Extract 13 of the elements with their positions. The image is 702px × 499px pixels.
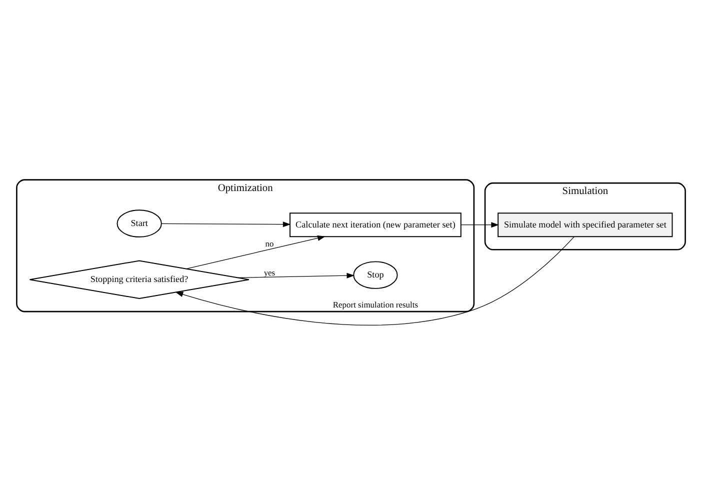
node-box: Simulate model with specified parameter set [498,212,673,237]
node-ellipse: Stop [353,260,398,288]
node-box: Calculate next iteration (new parameter set) [290,212,462,237]
edge-label: no [265,238,274,248]
arrow [161,221,291,227]
arrow [460,222,500,228]
arrow [238,272,355,278]
arrow [175,236,574,326]
node-ellipse: Start [116,209,162,237]
edge-label: Report simulation results [332,298,418,309]
arrow [186,234,326,269]
node-diamond: Stopping criteria satisfied? [29,260,250,299]
edge-label: yes [264,266,276,277]
